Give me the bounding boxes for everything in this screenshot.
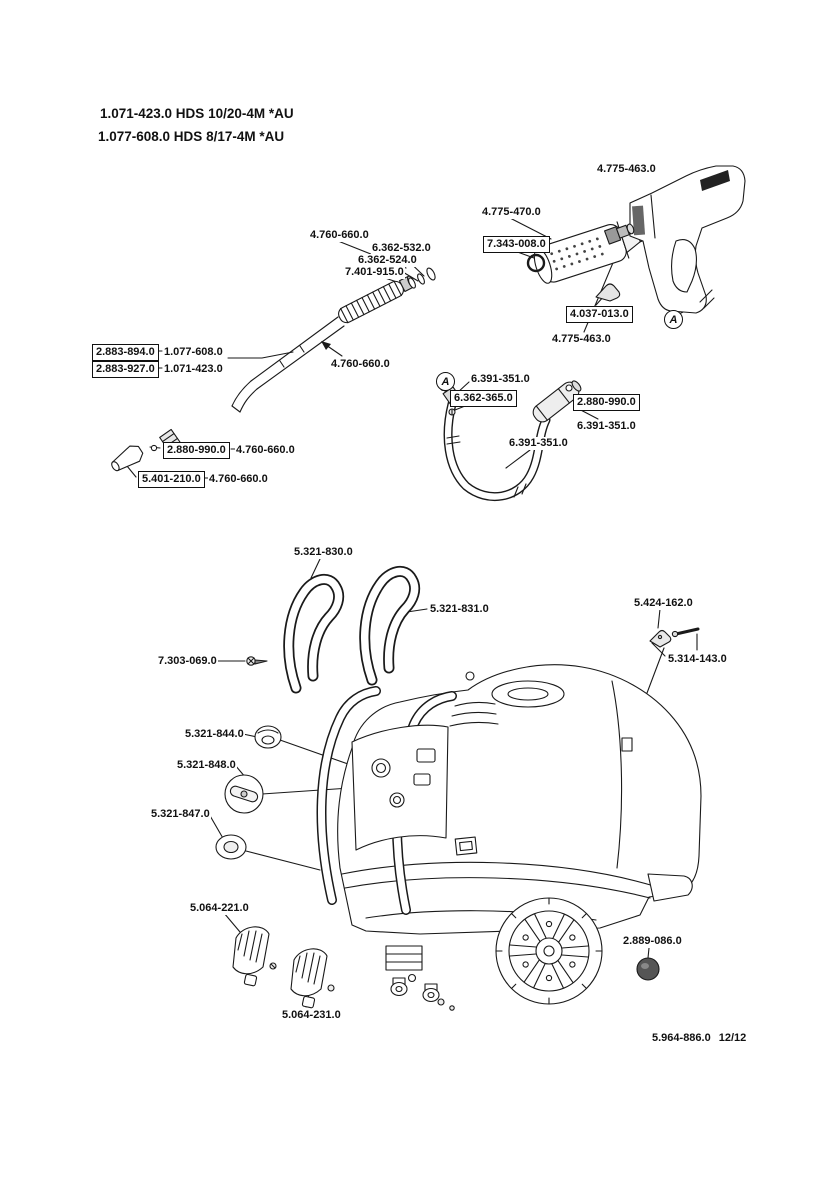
part-number-label: 2.889-086.0	[622, 935, 683, 948]
footer-doc-number: 5.964-886.0	[652, 1032, 711, 1044]
part-number-label: 6.391-351.0	[470, 373, 531, 386]
part-number-label: 5.424-162.0	[633, 597, 694, 610]
part-number-label: 4.760-660.0	[235, 444, 296, 457]
part-number-label: 4.775-463.0	[596, 163, 657, 176]
wheel-drawing	[495, 897, 603, 1005]
part-number-label: 1.071-423.0	[163, 363, 224, 376]
screw-drawing	[246, 656, 268, 666]
part-number-label: 4.760-660.0	[208, 473, 269, 486]
part-number-label: 7.401-915.0	[344, 266, 405, 279]
carry-handle-831-drawing	[359, 565, 421, 686]
control-panel-drawing	[351, 724, 449, 851]
part-number-label: 2.880-990.0	[163, 442, 230, 459]
part-number-label: 5.064-231.0	[281, 1009, 342, 1022]
clip-and-pin-drawing	[649, 627, 700, 651]
part-number-label: 6.391-351.0	[508, 437, 569, 450]
part-number-label: 6.362-524.0	[357, 254, 418, 267]
part-number-label: 5.321-830.0	[293, 546, 354, 559]
part-number-label: 4.760-660.0	[330, 358, 391, 371]
cover-cap-drawing	[636, 957, 660, 981]
spray-lance-drawing	[111, 267, 436, 472]
part-number-label: 6.362-365.0	[450, 390, 517, 407]
cover-221-drawing	[232, 926, 277, 987]
part-number-label: 5.314-143.0	[667, 653, 728, 666]
carry-handle-830-drawing	[283, 573, 345, 694]
part-number-label: 5.321-831.0	[429, 603, 490, 616]
model-title-line-1: 1.071-423.0 HDS 10/20-4M *AU	[100, 106, 294, 121]
part-number-label: 5.401-210.0	[138, 471, 205, 488]
cover-231-drawing	[290, 948, 335, 1009]
part-number-label: 6.362-532.0	[371, 242, 432, 255]
page-footer: 5.964-886.0 12/12	[652, 1032, 754, 1044]
cap-844-drawing	[254, 725, 282, 749]
callout-a-hose: A	[436, 372, 455, 391]
o-ring-drawing	[526, 253, 546, 273]
part-number-label: 7.343-008.0	[483, 236, 550, 253]
part-number-label: 2.880-990.0	[573, 394, 640, 411]
part-number-label: 4.775-463.0	[551, 333, 612, 346]
cap-847-drawing	[215, 834, 247, 860]
part-number-label: 6.391-351.0	[576, 420, 637, 433]
part-number-label: 7.303-069.0	[157, 655, 218, 668]
model-title-line-2: 1.077-608.0 HDS 8/17-4M *AU	[98, 129, 285, 144]
part-number-label: 5.321-844.0	[184, 728, 245, 741]
part-number-label: 4.760-660.0	[309, 229, 370, 242]
knob-848-drawing	[224, 774, 264, 814]
callout-a-gun: A	[664, 310, 683, 329]
footer-page-number: 12/12	[718, 1032, 747, 1044]
part-number-label: 4.775-470.0	[481, 206, 542, 219]
trigger-gun-drawing	[595, 165, 746, 314]
part-number-label: 4.037-013.0	[566, 306, 633, 323]
part-number-label: 5.064-221.0	[189, 902, 250, 915]
part-number-label: 2.883-927.0	[92, 361, 159, 378]
part-number-label: 5.321-848.0	[176, 759, 237, 772]
part-number-label: 5.321-847.0	[150, 808, 211, 821]
part-number-label: 1.077-608.0	[163, 346, 224, 359]
part-number-label: 2.883-894.0	[92, 344, 159, 361]
